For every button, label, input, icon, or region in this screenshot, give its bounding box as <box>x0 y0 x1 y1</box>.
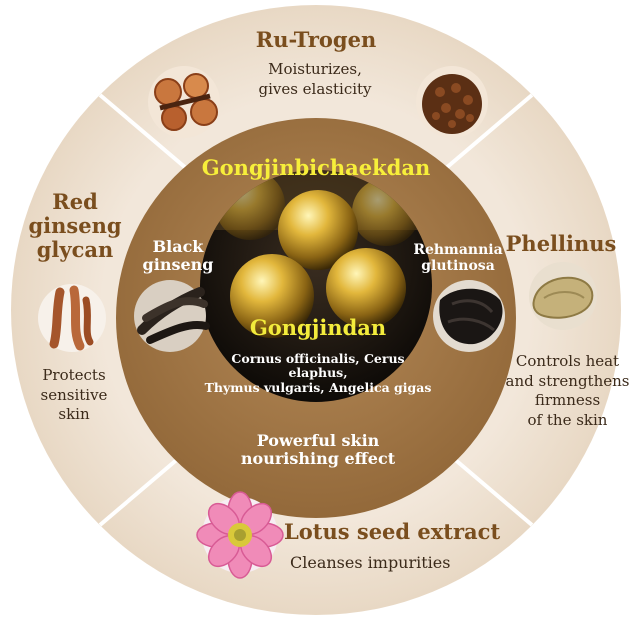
red-ginseng-glycan-title-line: Red <box>52 189 98 214</box>
lotus-seed-title: Lotus seed extract <box>284 519 501 544</box>
phellinus-desc-line: and strengthens <box>505 371 630 390</box>
red-ginseng-glycan-desc-line: Protects <box>42 366 106 384</box>
phellinus-icon <box>529 262 597 330</box>
black-ginseng-label: Black ginseng <box>138 237 218 275</box>
red-ginseng-glycan-title-line: ginseng <box>28 213 122 239</box>
ru-trogen-title: Ru-Trogen <box>255 27 377 52</box>
black-ginseng-label-line: Black <box>152 237 204 256</box>
core-ingredients: Cornus officinalis, Cerus elaphus, Thymu… <box>200 351 436 395</box>
core-ingredients-line: Cornus officinalis, Cerus elaphus, <box>231 351 405 381</box>
ru-trogen-desc-line: Moisturizes, <box>268 60 362 78</box>
ru-trogen-desc-line: gives elasticity <box>258 79 372 98</box>
red-ginseng-glycan-title: Red ginseng glycan <box>20 189 130 263</box>
rehmannia-icon <box>433 280 505 352</box>
cinnamon-slices-icon <box>148 66 220 138</box>
lotus-seed-desc: Cleanses impurities <box>290 553 451 572</box>
effect-text: Powerful skin nourishing effect <box>220 431 416 469</box>
black-ginseng-icon <box>134 280 210 352</box>
effect-text-line: Powerful skin <box>256 431 380 450</box>
rehmannia-label-line: glutinosa <box>421 258 495 275</box>
lotus-flower-icon <box>196 491 284 579</box>
phellinus-desc-line: firmness <box>534 391 601 409</box>
ru-trogen-desc: Moisturizes, gives elasticity <box>230 60 400 99</box>
effect-text-line: nourishing effect <box>240 449 396 469</box>
phellinus-desc-line: Controls heat <box>515 352 620 370</box>
red-ginseng-glycan-desc: Protects sensitive skin <box>24 366 124 425</box>
phellinus-title: Phellinus <box>505 231 617 256</box>
core-ingredients-line: Thymus vulgaris, Angelica gigas <box>204 379 432 395</box>
red-ginseng-glycan-title-line: glycan <box>36 237 114 263</box>
phellinus-desc-line: of the skin <box>527 410 608 429</box>
product-title: Gongjinbichaekdan <box>201 155 431 180</box>
red-ginseng-icon <box>38 284 106 352</box>
red-ginseng-glycan-desc-line: sensitive <box>40 385 108 404</box>
cloves-icon <box>416 66 488 138</box>
rehmannia-label-line: Rehmannia <box>413 242 503 258</box>
rehmannia-label: Rehmannia glutinosa <box>410 242 506 274</box>
phellinus-desc: Controls heat and strengthens firmness o… <box>500 352 635 430</box>
red-ginseng-glycan-desc-line: skin <box>58 405 90 423</box>
gongjindan-title: Gongjindan <box>249 315 387 340</box>
black-ginseng-label-line: ginseng <box>142 255 214 275</box>
